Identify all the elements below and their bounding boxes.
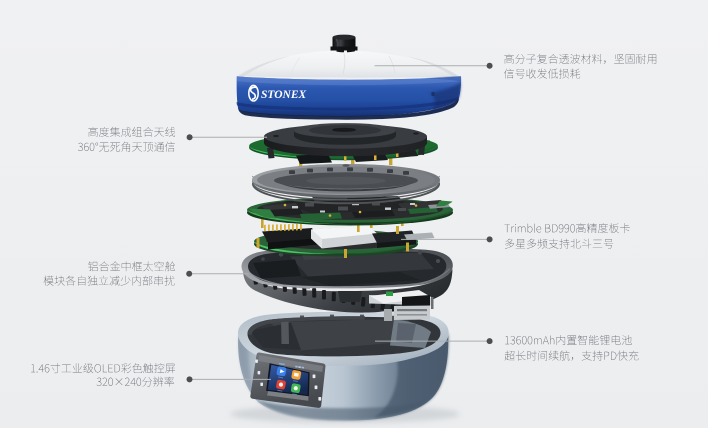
svg-text:STONEX: STONEX xyxy=(261,89,306,101)
